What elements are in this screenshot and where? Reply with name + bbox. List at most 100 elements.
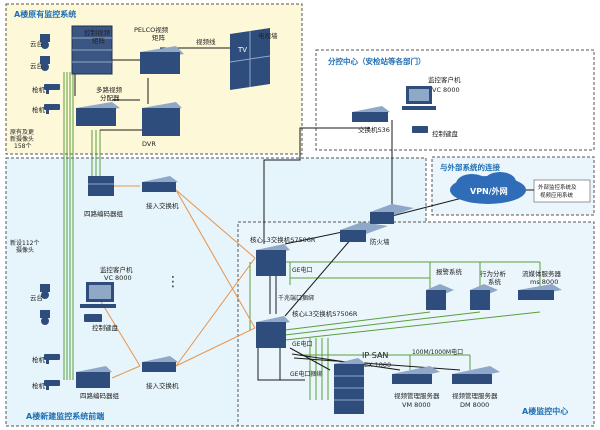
label-new-cameras-2: 摄像头 (16, 246, 34, 254)
label-firewall: 防火墙 (370, 237, 390, 246)
gun-camera-icon (44, 84, 60, 94)
label-client-new-1: 监控客户机 (100, 265, 133, 274)
label-multi-dist-1: 多路视频 (96, 85, 123, 94)
label-gun-4: 枪机 (32, 381, 46, 390)
label-vm-1: 视频管理服务器 (394, 391, 440, 400)
external-system-box (533, 179, 591, 203)
ptz-camera-icon (40, 56, 50, 71)
label-client-new-2: VC 8000 (104, 274, 132, 282)
label-new-cameras-1: 新设112个 (10, 239, 39, 247)
zone-title-new-frontend: A楼新建监控系统前端 (26, 411, 104, 421)
pelco-matrix-device (140, 46, 184, 74)
label-keyboard-new: 控制键盘 (92, 323, 119, 332)
label-pelco-1: PELCO视频 (134, 25, 169, 34)
label-client-branch-2: VC 8000 (432, 86, 460, 94)
label-ext-system-2: 视频应用系统 (540, 191, 574, 199)
label-core-switch-2: 核心L3交换机S7506R (292, 309, 358, 318)
monitoring-client-new (80, 282, 116, 308)
access-switch-2 (142, 356, 178, 372)
alarm-system-device (426, 284, 454, 310)
video-distributor-device (76, 102, 120, 126)
label-ipsan-2: EX 1000 (364, 361, 391, 369)
core-switch-2 (256, 316, 290, 348)
gun-camera-icon (44, 354, 60, 364)
label-gun-3: 枪机 (32, 355, 46, 364)
dvr-device (142, 102, 182, 136)
label-behavior-1: 行为分析 (480, 269, 507, 278)
gun-camera-icon (44, 380, 60, 390)
label-dual-link: 千兆端口捆绑 (278, 294, 314, 302)
vertical-ellipsis: ⋮ (166, 274, 180, 290)
label-ptz-1: 云台 (30, 39, 43, 48)
ptz-camera-icon (40, 284, 50, 299)
label-gun-1: 枪机 (32, 85, 46, 94)
access-switch-1 (142, 176, 178, 192)
label-matrix-1: 控制视频 (84, 28, 111, 37)
label-gun-2: 枪机 (32, 105, 46, 114)
encoder-group-new (76, 366, 112, 388)
dm-server-device (452, 366, 500, 384)
ip-san-device (334, 358, 366, 414)
links-green (63, 72, 541, 400)
label-ext-system-1: 外部监控系统及 (538, 183, 577, 191)
label-dm-1: 视频管理服务器 (452, 391, 498, 400)
label-ipsan-1: IP SAN (362, 351, 388, 360)
label-dm-2: DM 8000 (460, 401, 489, 409)
label-client-branch-1: 监控客户机 (428, 75, 461, 84)
label-multi-dist-2: 分配器 (100, 93, 120, 102)
streaming-server-device (518, 284, 562, 300)
tv-wall-device: TV (229, 28, 271, 90)
video-matrix-rack (71, 25, 113, 75)
label-alarm: 报警系统 (436, 267, 463, 276)
label-vpn: VPN/外网 (470, 186, 508, 196)
label-original-cameras-2: 新摄像头 (10, 135, 34, 143)
label-access-switch-2: 接入交换机 (146, 381, 179, 390)
label-streaming-1: 流媒体服务器 (522, 269, 562, 278)
label-vm-2: VM 8000 (402, 401, 431, 409)
zone-title-control-center: A楼监控中心 (522, 406, 568, 416)
links-orange (99, 185, 256, 379)
label-ge-bundle: GE电口捆绑 (290, 370, 322, 378)
label-video-wall-line: 视频线 (196, 37, 216, 46)
core-switch-1 (256, 244, 290, 276)
vpn-cloud (450, 172, 526, 204)
ptz-camera-icon (40, 34, 50, 49)
label-encoder-new: 四路编码器组 (80, 391, 120, 400)
label-ge-port-2: GE电口 (292, 340, 312, 348)
label-keyboard-branch: 控制键盘 (432, 129, 459, 138)
label-ptz-3: 云台 (30, 293, 43, 302)
monitoring-client-branch (402, 86, 436, 110)
ptz-camera-icon (40, 310, 50, 325)
tv-wall-glyph: TV (237, 46, 247, 54)
zone-title-branch-center: 分控中心（安检站等各部门） (328, 56, 426, 66)
label-ge-port-1: GE电口 (292, 266, 312, 274)
label-core-switch-1: 核心L3交换机S7506R (250, 235, 316, 244)
control-keyboard-branch (412, 126, 428, 133)
label-access-switch-1: 接入交换机 (146, 201, 179, 210)
label-ptz-2: 云台 (30, 61, 43, 70)
firewall-device (340, 204, 414, 242)
gun-camera-icon (44, 104, 60, 114)
zone-control-center (237, 221, 595, 427)
control-keyboard-new (84, 314, 102, 322)
branch-switch-device (352, 106, 390, 122)
label-streaming-2: ms 8000 (530, 278, 558, 286)
label-matrix-2: 矩阵 (92, 36, 106, 45)
behavior-analysis-device (470, 284, 498, 310)
zone-branch-center (315, 49, 595, 151)
label-original-cameras-3: 158个 (14, 143, 31, 150)
vm-server-device (392, 366, 440, 384)
label-pelco-2: 矩阵 (152, 33, 166, 42)
encoder-group-old (88, 176, 114, 196)
label-behavior-2: 系统 (488, 277, 502, 286)
label-encoder-old: 四路编码器组 (84, 209, 124, 218)
label-original-cameras-1: 原有及更 (10, 128, 34, 136)
label-dvr: DVR (142, 140, 156, 148)
label-branch-switch: 交换机S36 (358, 125, 390, 134)
label-port-100: 100M/1000M电口 (412, 348, 463, 356)
label-tv-wall: 电视墙 (258, 31, 278, 40)
zone-title-external: 与外部系统的连接 (440, 162, 500, 172)
zone-title-old-system: A楼原有监控系统 (14, 9, 76, 19)
